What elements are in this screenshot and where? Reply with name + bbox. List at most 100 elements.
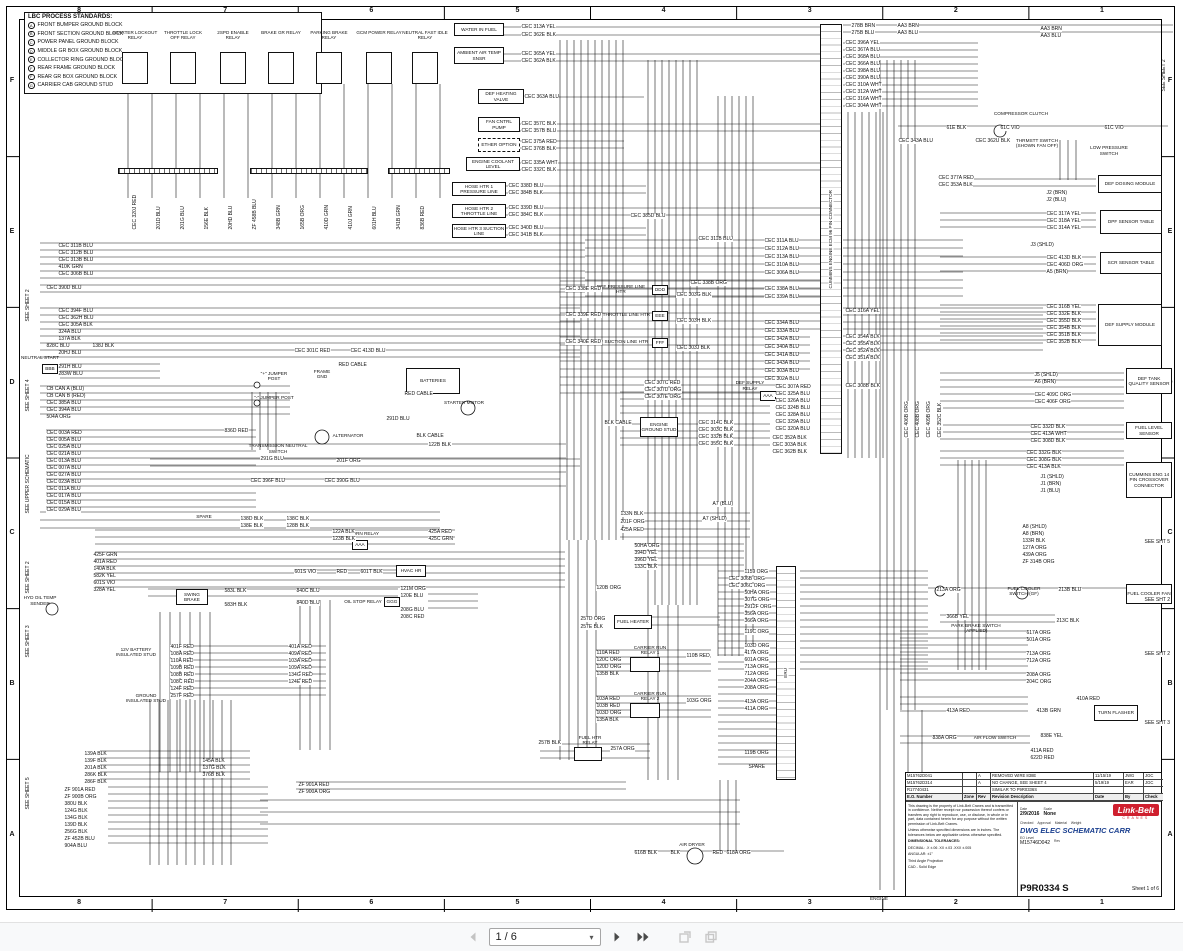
wire-label: 20HD BLU (228, 205, 234, 230)
wire-label: 413B GRN (1036, 708, 1062, 714)
open-in-new-tab-button[interactable] (675, 927, 695, 947)
wire-label: 828C BLU (46, 343, 71, 349)
wire-label: 139D BLK (64, 822, 88, 828)
wire-label: 156E BLK (204, 206, 210, 230)
revision-cell (962, 780, 976, 787)
wire-label: 2912F ORG (744, 604, 772, 610)
page-select[interactable]: 1 / 6 ▾ (488, 928, 601, 946)
relay-box (122, 52, 148, 84)
wire-label: CEC 312B BLU (58, 250, 94, 256)
wire-label: CEC 306A BLU (764, 270, 800, 276)
wire-label: 103B RED (596, 703, 621, 709)
revision-cell: REMOVED WIRE 838E (990, 773, 1093, 780)
zone-row-label: B (1167, 680, 1173, 687)
wire-label: CEC 375A RED (521, 139, 558, 145)
wire-label: CEC 306B BLU (58, 271, 94, 277)
wire-label: CEC 333A BLU (764, 328, 800, 334)
wire-label: CEC 353A BLK (938, 182, 974, 188)
wire-label: 283W BLU (58, 371, 84, 377)
wire-label: AA3 BLU (1040, 33, 1062, 39)
terminal-strip (388, 168, 450, 174)
fuel-cooler-switch: FUEL COOLER SWITCH (GF) (1007, 585, 1041, 596)
def-dosing-module: DEF DOSING MODULE (1098, 175, 1162, 193)
fan-cntrl-pump: FAN CNTRL PUMP (478, 117, 520, 132)
open-in-new-tab-icon (678, 931, 691, 943)
wire-label: CEC 385A BLU (46, 400, 82, 406)
wire-label: CEC 338A BLU (764, 286, 800, 292)
revision-cell: JGC (1143, 773, 1163, 780)
wire-label: CEC 343A BLU (898, 138, 934, 144)
wire-label: CEC 332G BLK (1026, 450, 1063, 456)
revision-header-cell: Rev (976, 794, 990, 801)
legend-item-key-icon: G (28, 82, 35, 89)
relay-box (268, 52, 294, 84)
wire-label: SEE SHEET 2 (25, 288, 31, 322)
wire-label: 275B BLU (851, 30, 875, 36)
wire-label: CEC 328A BLU (775, 412, 811, 418)
oil-stop-relay-box: GGG (384, 597, 400, 607)
wire-label: SEE SHEET 2 (1161, 58, 1167, 92)
wire-label: 838A ORG (932, 735, 958, 741)
wire-label: CEC 385D BLU (630, 213, 667, 219)
duplicate-page-button[interactable] (701, 927, 721, 947)
wire-label: CEC 314A YEL (1046, 225, 1082, 231)
wire-label: 201F ORG (620, 519, 646, 525)
wire-label: 617A ORG (1026, 630, 1052, 636)
wire-label: AA3 BRN (897, 23, 920, 29)
wire-label: CEC 362H BLU (58, 315, 95, 321)
wire-label: 201G BLU (180, 205, 186, 230)
hose-htr-3-suction-line: HOSE HTR 3 SUCTION LINE (452, 224, 506, 238)
def-pressure-line-htr-relay: DEF PRESSURE LINE HTR (596, 283, 646, 294)
checked-label: Checked (1020, 821, 1034, 826)
wire-label: 836B RED (420, 205, 426, 230)
wire-label: CEC 303C BLK (698, 427, 734, 433)
wire-label: A8 (SHLD) (1022, 524, 1048, 530)
def-supply-module: DEF SUPPLY MODULE (1098, 304, 1162, 346)
wire-label: ZF 900A ORG (298, 789, 331, 795)
zone-row-label: E (1167, 228, 1173, 235)
zone-column-label: 7 (223, 899, 228, 906)
previous-page-button[interactable] (463, 927, 483, 947)
legend-item-key-icon: B (28, 30, 35, 38)
next-page-button[interactable] (607, 927, 627, 947)
last-page-button[interactable] (633, 927, 653, 947)
wire-label: RED CABLE (404, 391, 434, 397)
zone-column-label: 8 (77, 7, 82, 14)
legend-item-label: REAR FRAME GROUND BLOCK (37, 65, 116, 72)
wire-label: 401A RED (93, 559, 118, 565)
sheet-outer-border (6, 6, 1175, 910)
wire-label: CEC 303G BLK (676, 292, 713, 298)
wire-label: CEC 341B BLK (508, 232, 544, 238)
wire-label: CEC 339E RED (565, 312, 602, 318)
zone-column-label: 4 (661, 7, 666, 14)
wire-label: CEC 316A YEL (845, 308, 881, 314)
wire-label: 123B BLK (332, 536, 356, 542)
wire-label: CEC 352B BLK (1046, 339, 1082, 345)
wire-label: CEC 394F BLU (58, 308, 94, 314)
ambient-air-temp-snsr: AMBIENT AIR TEMP SNSR (454, 47, 504, 64)
zone-column-label: 5 (515, 7, 520, 14)
wire-label: 291D BLU (386, 416, 411, 422)
revision-cell: 11/15/19 (1093, 773, 1123, 780)
wire-label: 413A ORG (744, 699, 770, 705)
legend-item-key-icon: A (28, 22, 35, 29)
wire-label: 601A ORG (744, 657, 770, 663)
hyd-oil-temp-sender: HYD OIL TEMP SENDER (23, 595, 57, 606)
turn-flasher: TURN FLASHER (1094, 705, 1138, 721)
wire-label: ZF 901A RED (64, 787, 96, 793)
compressor-clutch: COMPRESSOR CLUTCH (993, 110, 1049, 116)
wire-label: CEC 390D BLU (46, 285, 83, 291)
wire-label: ZF 458B BLU (252, 198, 258, 230)
legend-item-key-icon: F (28, 73, 35, 81)
wire-label: SEE SHT 2 (1144, 651, 1171, 657)
wire-label: CEC 311B BLU (698, 236, 734, 242)
eo-level-label: EO Level (1020, 836, 1034, 841)
next-page-icon (614, 932, 619, 942)
hose-htr-1-pressure-line: HOSE HTR 1 PRESSURE LINE (452, 182, 506, 196)
wire-label: 425C GRN (428, 536, 454, 542)
